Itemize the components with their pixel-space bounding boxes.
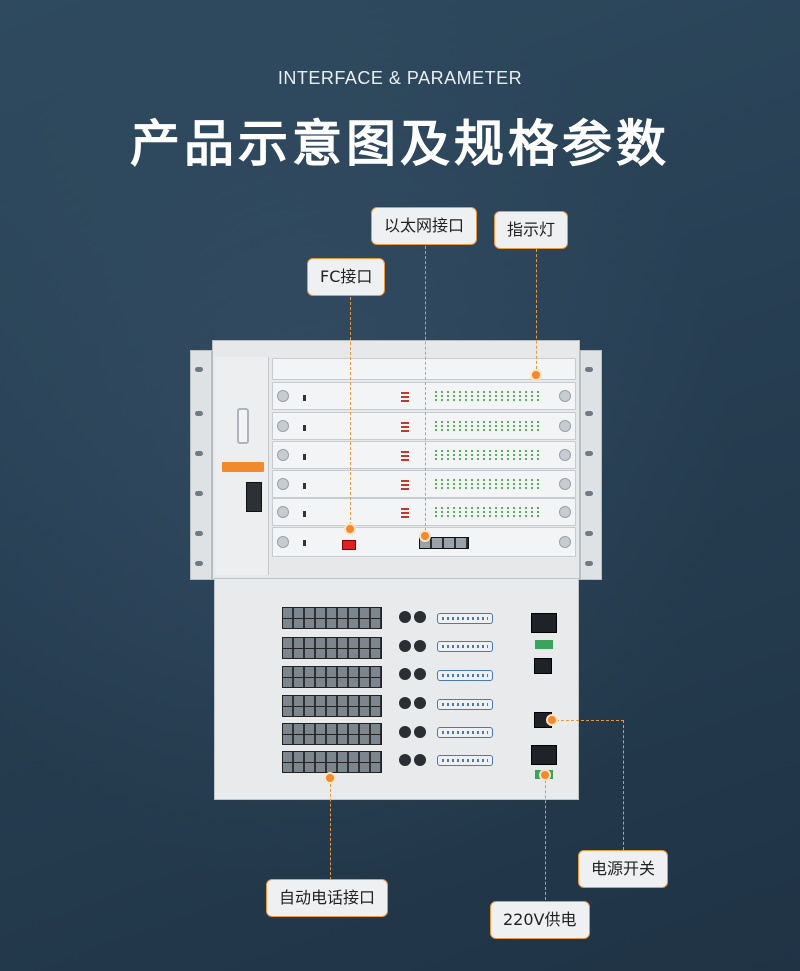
ethernet-ports (419, 537, 469, 549)
fc-marker-dot (344, 523, 356, 535)
phone-port-row (282, 666, 382, 688)
section-title: 产品示意图及规格参数 (130, 115, 670, 173)
callout-ethernet-port: 以太网接口 (371, 207, 478, 245)
callout-220v-power: 220V供电 (490, 901, 590, 939)
line-card (272, 358, 576, 380)
line-card (272, 498, 576, 526)
phone-port-row (282, 695, 382, 717)
lcd-display (246, 482, 262, 512)
fc-port (342, 540, 356, 550)
power-inlet-top (531, 613, 557, 633)
brand-logo (222, 462, 264, 472)
db-connector (437, 670, 493, 681)
phone-port-row (282, 607, 382, 629)
rack-ear-right (580, 350, 602, 580)
phone-marker-dot (324, 772, 336, 784)
power-switch-marker-dot (546, 714, 558, 726)
section-subtitle: INTERFACE & PARAMETER (277, 68, 523, 88)
handle (237, 408, 249, 444)
line-card (272, 412, 576, 440)
db-connector (437, 727, 493, 738)
callout-fc-port: FC接口 (307, 258, 386, 296)
phone-port-row (282, 751, 382, 773)
callout-phone-port: 自动电话接口 (266, 879, 389, 917)
callout-indicator-light: 指示灯 (494, 211, 569, 249)
power-220v-marker-dot (539, 769, 551, 781)
db-connector (437, 613, 493, 624)
line-card (272, 382, 576, 410)
indicator-marker-dot (530, 369, 542, 381)
line-card (272, 441, 576, 469)
power-switch-top (534, 658, 552, 674)
power-inlet (531, 745, 557, 765)
ethernet-marker-dot (419, 530, 431, 542)
line-card (272, 470, 576, 498)
db-connector (437, 755, 493, 766)
phone-port-row (282, 637, 382, 659)
rack-ear-left (190, 350, 212, 580)
chassis-bottom (214, 578, 579, 800)
callout-power-switch: 电源开关 (578, 850, 669, 888)
db-connector (437, 699, 493, 710)
db-connector (437, 641, 493, 652)
phone-port-row (282, 723, 382, 745)
